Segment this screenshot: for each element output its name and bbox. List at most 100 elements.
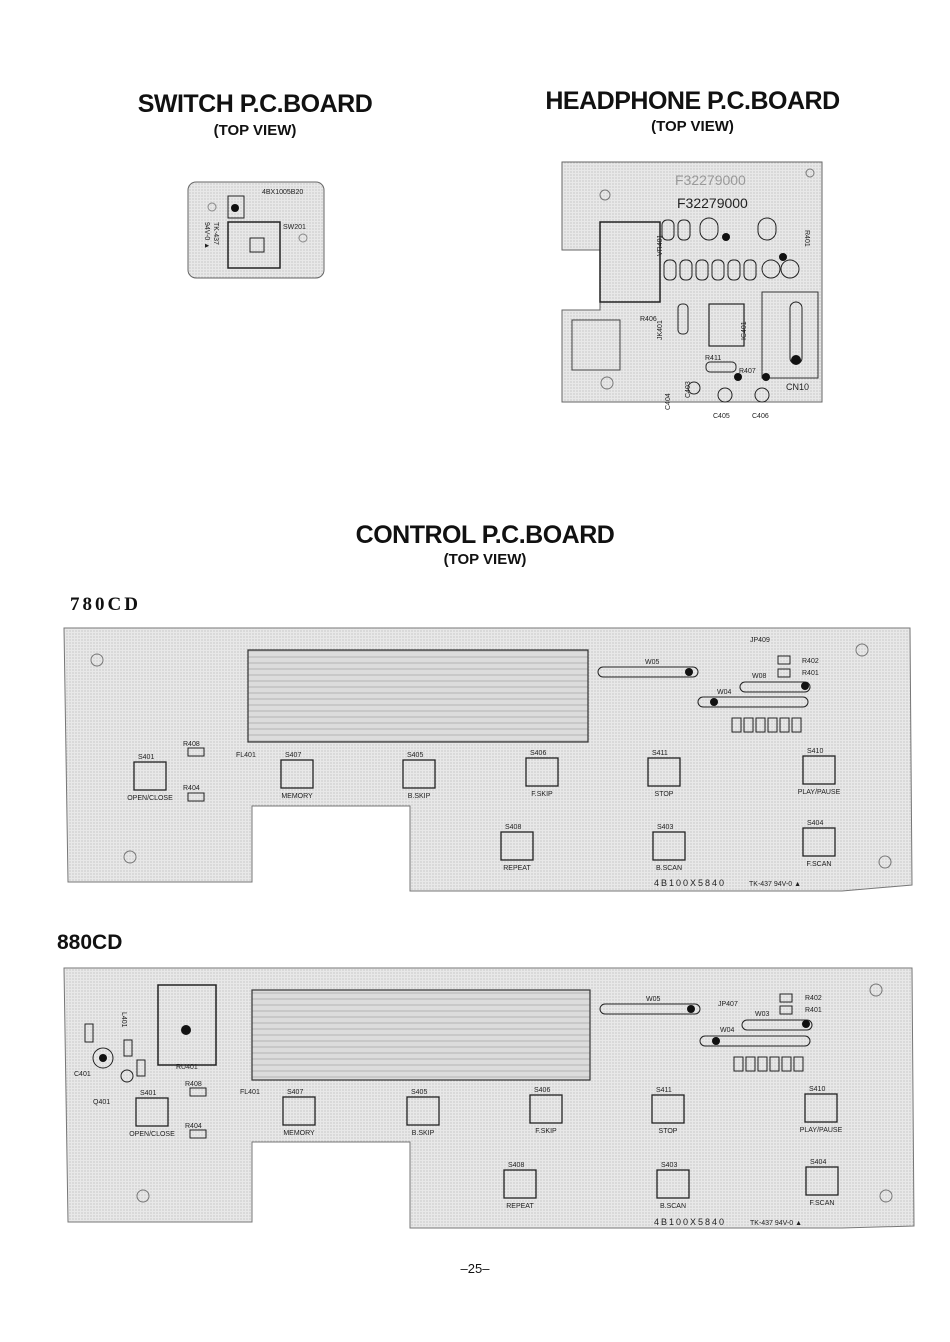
page-number: –25– — [460, 1261, 490, 1276]
r404-780: R404 — [183, 785, 200, 792]
r408-880: R408 — [185, 1081, 202, 1088]
hp-c403: C403 — [685, 381, 692, 398]
switch-s406-label: F.SKIP — [535, 1128, 557, 1135]
w03-880: W03 — [755, 1011, 770, 1018]
pcb-code-780: 4B100X5840 — [654, 878, 726, 888]
w04-880: W04 — [720, 1027, 735, 1034]
switch-board-view: (TOP VIEW) — [213, 122, 297, 139]
switch-s407-id: S407 — [285, 752, 301, 759]
hp-cn10: CN10 — [786, 382, 809, 392]
jp407-880: JP407 — [718, 1001, 738, 1008]
switch-s406-id: S406 — [534, 1087, 550, 1094]
hp-r411: R411 — [705, 355, 721, 362]
resistor-bank-780 — [731, 717, 802, 733]
switch-s411-id: S411 — [656, 1087, 672, 1094]
hp-r407: R407 — [739, 368, 756, 375]
switch-pcb-code: 4BX1005B20 — [262, 189, 303, 196]
headphone-resistor-row — [661, 217, 777, 281]
switch-s401-id: S401 — [138, 754, 154, 761]
switch-s407-id: S407 — [287, 1089, 303, 1096]
pcb-code-880: 4B100X5840 — [654, 1217, 726, 1227]
switch-s408-label: REPEAT — [506, 1203, 534, 1210]
fl401-880: FL401 — [240, 1089, 260, 1096]
r402-780: R402 — [802, 658, 819, 665]
switches-880: S401OPEN/CLOSES407MEMORYS405B.SKIPS406F.… — [129, 1086, 842, 1210]
switch-s405-id: S405 — [411, 1089, 427, 1096]
switch-s411-pad — [647, 757, 681, 787]
switch-s411-id: S411 — [652, 750, 668, 757]
switch-s405-label: B.SKIP — [408, 793, 431, 800]
control-board-title: CONTROL P.C.BOARD — [355, 521, 615, 549]
switch-s408-id: S408 — [505, 824, 521, 831]
w05-880: W05 — [646, 996, 661, 1003]
resistor-bank-880 — [733, 1056, 804, 1072]
c401-880: C401 — [74, 1071, 91, 1078]
ru401-880: RU401 — [176, 1064, 198, 1071]
w08-780: W08 — [752, 673, 767, 680]
headphone-code-mirror: F32279000 — [675, 172, 746, 188]
board-780cd: R408 R404 FL401 W05 W04 W08 JP409 R402 R… — [63, 627, 913, 892]
hp-jk401: JK401 — [657, 320, 664, 340]
board-880cd: R408 R404 FL401 RU401 C401 Q401 L401 W05… — [63, 967, 915, 1229]
switch-s411-label: STOP — [655, 791, 674, 798]
headphone-board-view: (TOP VIEW) — [651, 118, 734, 135]
switch-s401-label: OPEN/CLOSE — [127, 795, 173, 802]
switch-s401-pad — [133, 761, 167, 791]
l401-880: L401 — [120, 1012, 127, 1028]
switch-s410-label: PLAY/PAUSE — [800, 1127, 843, 1134]
fl401-display-780 — [247, 649, 589, 743]
headphone-board-title: HEADPHONE P.C.BOARD — [545, 87, 840, 115]
model-780cd-label: 780CD — [70, 594, 141, 615]
w04-780: W04 — [717, 689, 732, 696]
switch-s406-pad — [525, 757, 559, 787]
r401-780: R401 — [802, 670, 819, 677]
switch-s408-pad — [503, 1169, 537, 1199]
switch-s410-id: S410 — [809, 1086, 825, 1093]
ru401-outline — [157, 984, 217, 1066]
switch-s411-pad — [651, 1094, 685, 1124]
switch-s401-pad — [135, 1097, 169, 1127]
switch-s401-id: S401 — [140, 1090, 156, 1097]
switch-s405-id: S405 — [407, 752, 423, 759]
tk-label-880: TK-437 94V-0 ▲ — [750, 1220, 802, 1227]
sw201-outline — [227, 221, 281, 269]
switch-s406-id: S406 — [530, 750, 546, 757]
switch-s410-pad — [804, 1093, 838, 1123]
switch-sw201-label: SW201 — [283, 224, 306, 231]
hp-c404: C404 — [665, 393, 672, 410]
c401-880-outline — [92, 1047, 114, 1069]
r401-880: R401 — [805, 1007, 822, 1014]
switch-s405-pad — [402, 759, 436, 789]
switch-s401-label: OPEN/CLOSE — [129, 1131, 175, 1138]
switch-s404-id: S404 — [810, 1159, 826, 1166]
control-board-view: (TOP VIEW) — [443, 551, 527, 568]
hp-c405: C405 — [713, 413, 730, 420]
switch-s408-pad — [500, 831, 534, 861]
switch-rating-label: 94V-0 ▲ — [203, 222, 210, 249]
switch-board-title: SWITCH P.C.BOARD — [137, 90, 373, 118]
hp-ic401: IC401 — [741, 321, 748, 340]
switch-s411-label: STOP — [659, 1128, 678, 1135]
switches-780: S401OPEN/CLOSES407MEMORYS405B.SKIPS406F.… — [127, 748, 840, 872]
headphone-board: F32279000 F32279000 R4 — [561, 161, 823, 420]
w05-780: W05 — [645, 659, 660, 666]
fl401-display-880 — [251, 989, 591, 1081]
switch-s403-pad — [656, 1169, 690, 1199]
switch-s407-label: MEMORY — [281, 793, 313, 800]
switch-s403-label: B.SCAN — [660, 1203, 686, 1210]
switch-dot — [231, 204, 239, 212]
switch-s407-pad — [280, 759, 314, 789]
switch-s410-id: S410 — [807, 748, 823, 755]
switch-s404-id: S404 — [807, 820, 823, 827]
hp-c406: C406 — [752, 413, 769, 420]
headphone-jack-outline — [599, 221, 661, 303]
hp-vr401: VR401 — [657, 234, 664, 256]
switch-s405-label: B.SKIP — [412, 1130, 435, 1137]
switch-s404-pad — [802, 827, 836, 857]
switch-s407-pad — [282, 1096, 316, 1126]
jp409-780: JP409 — [750, 637, 770, 644]
switch-s403-id: S403 — [657, 824, 673, 831]
model-880cd-label: 880CD — [57, 931, 123, 954]
tk-label-780: TK-437 94V-0 ▲ — [749, 881, 801, 888]
switch-s408-id: S408 — [508, 1162, 524, 1169]
